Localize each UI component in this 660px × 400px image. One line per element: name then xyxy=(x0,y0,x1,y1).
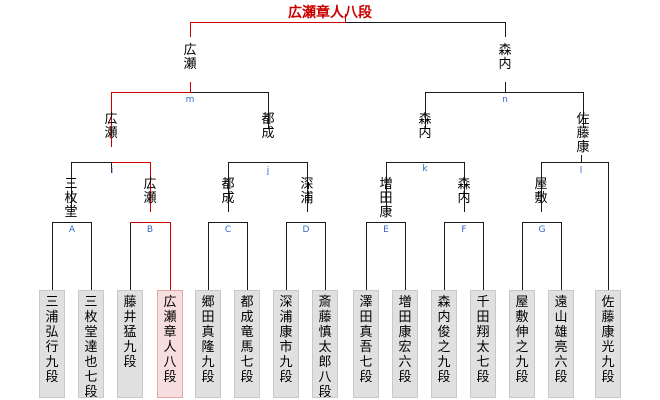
quarter-name-5: 増田康 xyxy=(379,177,393,220)
match-label-j: j xyxy=(266,166,270,176)
player-box: 斎藤慎太郎八段 xyxy=(312,290,338,400)
quarter-name-4: 深浦 xyxy=(300,177,314,206)
match-label-C: C xyxy=(224,225,232,235)
semi-name-1: 広瀬 xyxy=(104,112,118,141)
match-label-i: i xyxy=(110,166,114,176)
player-box: 千田翔太七段 xyxy=(470,290,496,398)
player-box: 藤井 猛九段 xyxy=(117,290,150,398)
match-label-G: G xyxy=(538,225,546,235)
match-label-k: k xyxy=(422,164,428,174)
champion-title: 広瀬章人八段 xyxy=(288,5,372,21)
player-box: 屋敷伸之九段 xyxy=(509,290,535,398)
quarter-name-6: 森内 xyxy=(457,177,471,206)
quarter-name-7: 屋敷 xyxy=(534,177,548,206)
match-label-l: l xyxy=(579,166,583,176)
match-label-m: m xyxy=(185,95,195,105)
player-box: 三枚堂達也七段 xyxy=(78,290,104,400)
quarter-name-2: 広瀬 xyxy=(143,177,157,206)
bracket-lines-normal xyxy=(52,22,609,290)
player-box: 都成竜馬七段 xyxy=(234,290,260,398)
player-box: 深浦康市九段 xyxy=(273,290,299,398)
player-box: 郷田真隆九段 xyxy=(195,290,221,398)
semi-name-3: 森内 xyxy=(418,112,432,141)
player-box-winner: 広瀬章人八段 xyxy=(157,290,183,398)
quarter-name-3: 都成 xyxy=(221,177,235,206)
match-label-D: D xyxy=(302,225,310,235)
semi-name-2: 都成 xyxy=(261,112,275,141)
final-left-name: 広瀬 xyxy=(183,43,197,72)
player-box: 遠山雄亮六段 xyxy=(548,290,574,398)
match-label-A: A xyxy=(68,225,76,235)
player-box: 澤田真吾七段 xyxy=(353,290,379,398)
semi-name-4: 佐藤康 xyxy=(576,112,590,155)
final-right-name: 森内 xyxy=(498,43,512,72)
player-box: 三浦弘行九段 xyxy=(39,290,65,398)
match-label-n: n xyxy=(502,95,508,105)
match-label-F: F xyxy=(461,225,467,235)
bracket-lines-winner xyxy=(111,14,346,290)
player-box: 森内俊之九段 xyxy=(431,290,457,398)
match-label-E: E xyxy=(383,225,389,235)
match-label-B: B xyxy=(146,225,154,235)
quarter-name-1: 三枚堂 xyxy=(64,177,78,220)
player-box: 佐藤康光九段 xyxy=(595,290,621,398)
player-box: 増田康宏六段 xyxy=(392,290,418,398)
